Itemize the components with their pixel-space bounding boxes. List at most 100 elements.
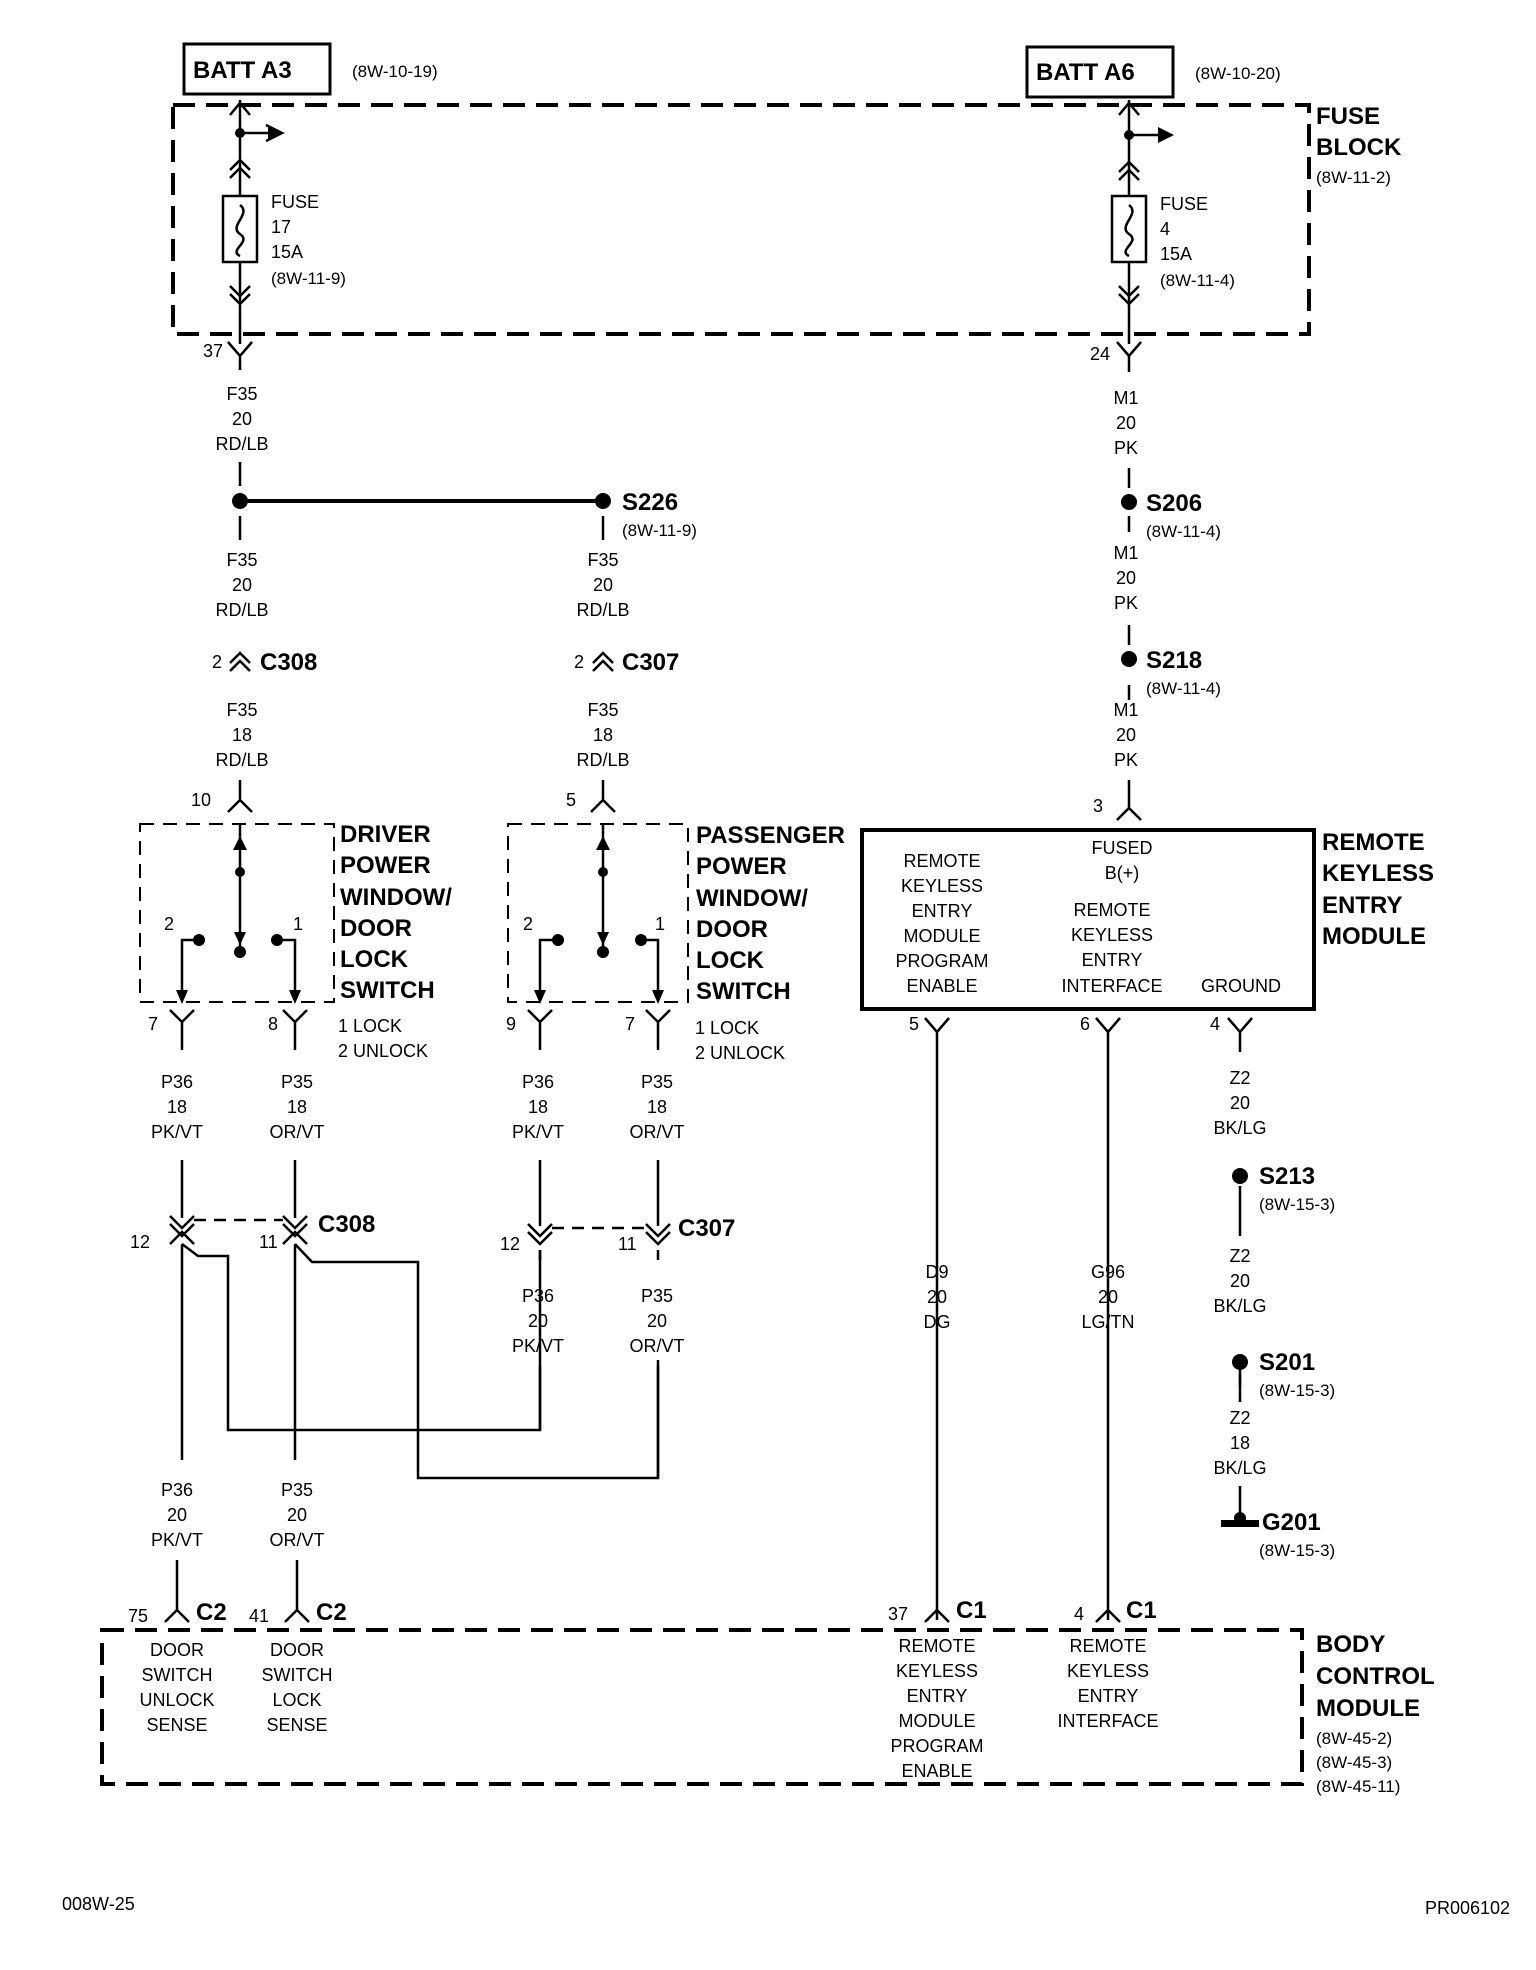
connector-c308-lower [169,1215,308,1245]
bcm-c2-label-b: C2 [316,1599,347,1626]
bcm-c1-4: SENSE [146,1715,207,1735]
splice-s206-dot [1121,494,1137,510]
driver-switch-outline [139,823,335,1003]
rke-title-3: ENTRY [1322,892,1402,919]
wire-z2b-1: Z2 [1229,1246,1250,1266]
driver-pin-7: 7 [148,1014,158,1034]
driver-sw-legend-1: 1 LOCK [338,1016,402,1036]
switch-output-wires [180,1160,660,1226]
wire-m1c-1: M1 [1113,700,1138,720]
wire-f35e-2: 18 [593,725,613,745]
connector-c307-lower [527,1223,671,1246]
rke-col2-1: REMOTE [1073,900,1150,920]
bcm-ref-3: (8W-45-11) [1316,1777,1400,1796]
bcm-c3-4: MODULE [898,1711,975,1731]
wire-p35a-3: OR/VT [269,1122,324,1142]
fuse17-l3: 15A [271,242,303,262]
ground-g201-label: G201 [1262,1509,1321,1536]
fuse17-l2: 17 [271,217,291,237]
bcm-c2-label-a: C2 [196,1599,227,1626]
wire-p35b-1: P35 [641,1072,673,1092]
bcm-c2-2: SWITCH [262,1665,333,1685]
wire-to-bcm-c2 [175,1560,299,1612]
wire-p36d-1: P36 [161,1480,193,1500]
rke-title-4: MODULE [1322,923,1426,950]
splice-s226-ref: (8W-11-9) [622,521,697,540]
fuse-17 [221,100,285,370]
driver-sw-title-4: DOOR [340,915,412,942]
c307-label-lower: C307 [678,1215,735,1242]
c308-label-lower: C308 [318,1211,375,1238]
splice-s201-ref: (8W-15-3) [1259,1381,1335,1400]
wire-p35a-2: 18 [287,1097,307,1117]
connector-c308-top [229,651,251,672]
bcm-pin-75: 75 [128,1606,148,1626]
wire-p36a-1: P36 [161,1072,193,1092]
bcm-c1-label-b: C1 [1126,1597,1157,1624]
splice-s213-ref: (8W-15-3) [1259,1195,1335,1214]
c308-pin-12: 12 [130,1232,150,1252]
wire-m1c-2: 20 [1116,725,1136,745]
splice-s213-label: S213 [1259,1163,1315,1190]
driver-sw-pin-2: 2 [164,914,174,934]
bcm-c3-3: ENTRY [907,1686,968,1706]
wire-p35-crossover [293,1243,660,1480]
rke-pin-6: 6 [1080,1014,1090,1034]
rke-col1-2: KEYLESS [901,876,983,896]
wire-z2c-1: Z2 [1229,1408,1250,1428]
wire-to-bcm-vertical [180,1300,297,1460]
wire-f35e-3: RD/LB [576,750,629,770]
pass-sw-title-3: WINDOW/ [696,885,808,912]
wire-p36d-2: 20 [167,1505,187,1525]
bcm-c1-label-a: C1 [956,1597,987,1624]
bcm-pin-41: 41 [249,1606,269,1626]
c307-pin-11: 11 [618,1234,637,1254]
fuse17-l1: FUSE [271,192,319,212]
fuse4-l1: FUSE [1160,194,1208,214]
splice-s206-ref: (8W-11-4) [1146,522,1221,541]
wire-p36-crossover [180,1243,542,1432]
fuse4-l4: (8W-11-4) [1160,271,1235,290]
bcm-title-3: MODULE [1316,1695,1420,1722]
wire-p35c-3: OR/VT [629,1336,684,1356]
bcm-c4-4: INTERFACE [1057,1711,1158,1731]
pass-pin-7: 7 [625,1014,635,1034]
bcm-c1-2: SWITCH [142,1665,213,1685]
pass-switch-internals [527,824,671,1050]
fuse-block-ref: (8W-11-2) [1316,168,1391,187]
wire-m1a-1: M1 [1113,388,1138,408]
bcm-c3-5: PROGRAM [890,1736,983,1756]
rke-col1-1: REMOTE [903,851,980,871]
wire-d9 [924,1017,950,1620]
bcm-c3-6: ENABLE [901,1761,972,1781]
bcm-c3-1: REMOTE [898,1636,975,1656]
wire-g96-1: G96 [1091,1262,1125,1282]
wire-f35d-3: RD/LB [215,750,268,770]
wire-f35a-3: RD/LB [215,434,268,454]
rke-col1-6: ENABLE [906,976,977,996]
bcm-ref-1: (8W-45-2) [1316,1729,1392,1748]
pass-pin-9: 9 [506,1014,516,1034]
rke-col2-2: KEYLESS [1071,925,1153,945]
footer-right-code: PR006102 [1425,1898,1510,1918]
pass-sw-title-5: LOCK [696,947,765,974]
rke-col2-3: ENTRY [1082,950,1143,970]
rke-col2-bplus: B(+) [1105,863,1140,883]
driver-sw-legend-2: 2 UNLOCK [338,1041,428,1061]
rke-col2-4: INTERFACE [1061,976,1162,996]
pin-5-pass: 5 [566,790,576,810]
driver-sw-title-5: LOCK [340,946,409,973]
driver-sw-title-2: POWER [340,852,431,879]
rke-pin-4: 4 [1210,1014,1220,1034]
rke-pin-3: 3 [1093,796,1103,816]
pass-sw-pin-1: 1 [655,914,665,934]
batt-a6-ref: (8W-10-20) [1195,64,1281,83]
wire-d9-1: D9 [925,1262,948,1282]
bcm-pin-4: 4 [1074,1604,1084,1624]
wire-p36c-3: PK/VT [512,1336,564,1356]
fuse-block-title-1: FUSE [1316,103,1380,130]
wire-f35a-1: F35 [226,384,257,404]
wire-p36c-2: 20 [528,1311,548,1331]
pass-sw-legend-1: 1 LOCK [695,1018,759,1038]
